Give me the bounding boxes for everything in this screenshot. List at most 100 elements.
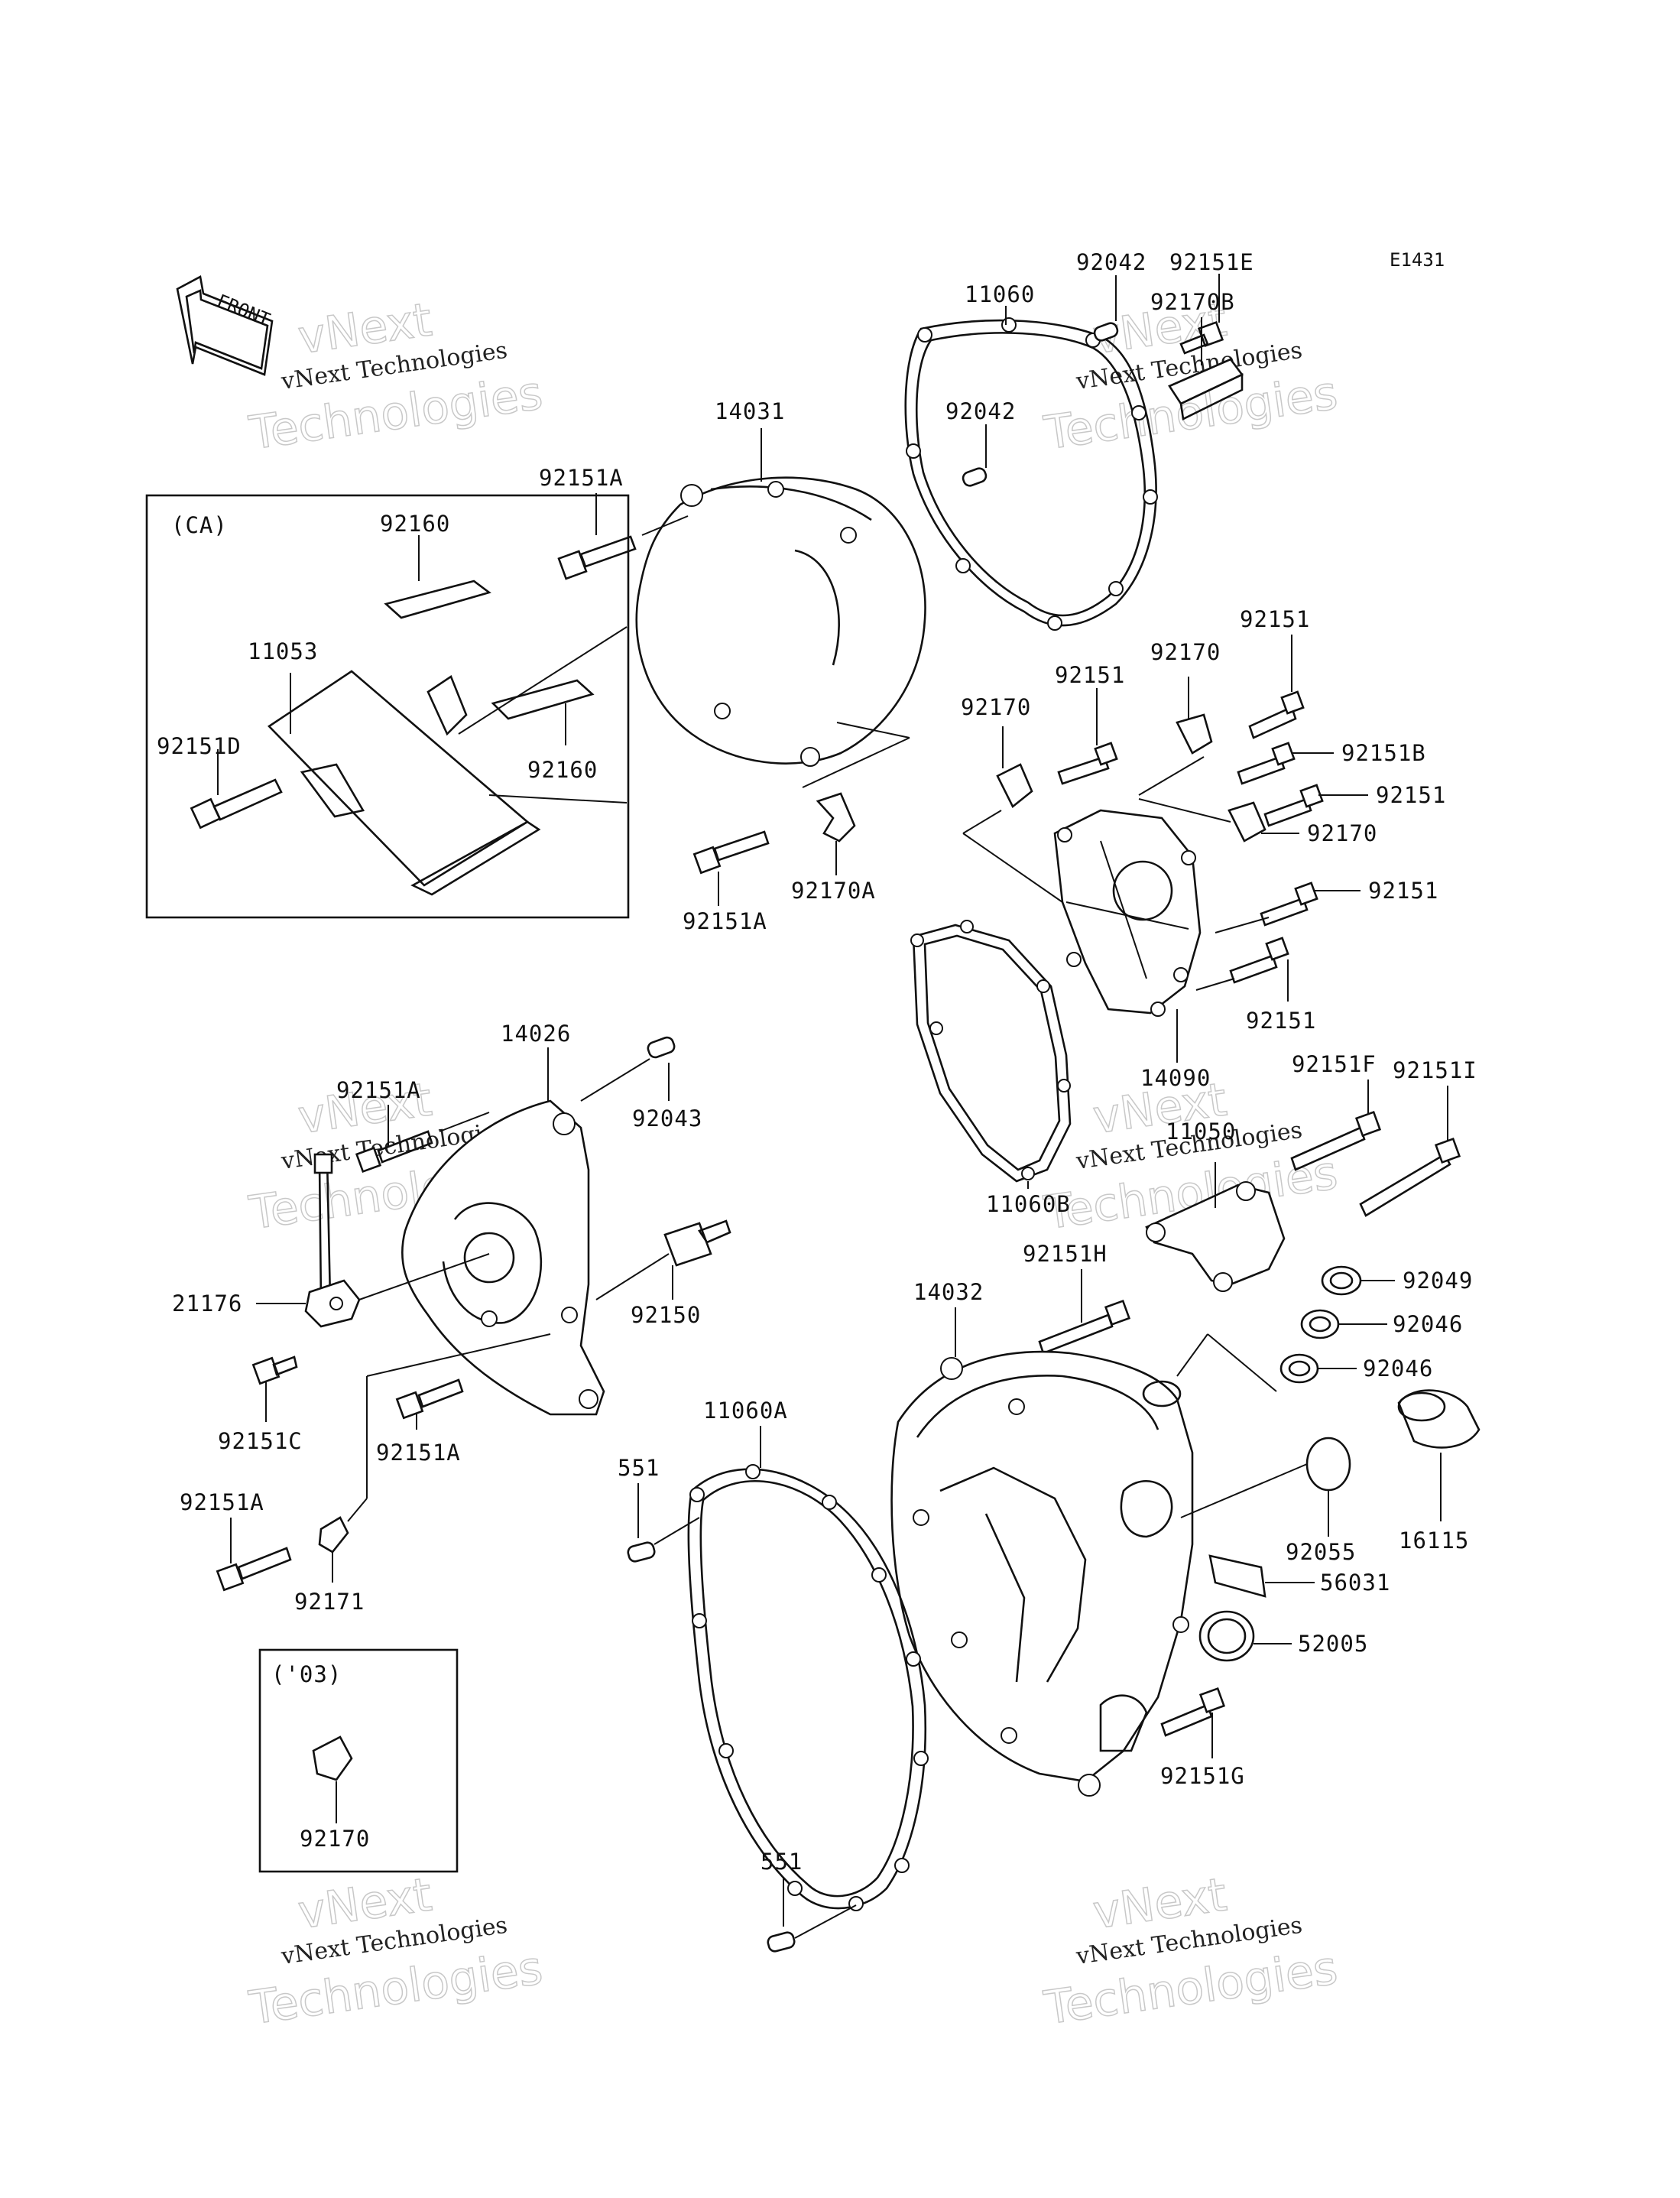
plug-52005 xyxy=(1198,1610,1292,1662)
label-92170b: 92170B xyxy=(1150,289,1235,315)
dowel-92042-a xyxy=(1093,275,1119,342)
label-11060a: 11060A xyxy=(703,1398,788,1424)
diagram-id: E1431 xyxy=(1390,249,1445,271)
label-21176: 21176 xyxy=(172,1291,242,1317)
label-14026: 14026 xyxy=(501,1021,571,1047)
label-92170: 92170 xyxy=(1307,820,1377,846)
label-92043: 92043 xyxy=(632,1105,702,1131)
label-551: 551 xyxy=(761,1849,803,1875)
label-92151h: 92151H xyxy=(1023,1241,1108,1267)
clutch-cover-14032 xyxy=(890,1307,1277,1797)
bolt-92151a-bottom xyxy=(216,1518,292,1592)
label-92171: 92171 xyxy=(294,1589,365,1615)
label-92151a: 92151A xyxy=(683,908,767,934)
label-92151d: 92151D xyxy=(157,733,242,759)
bolt-92151a-left xyxy=(355,1105,490,1174)
label-92042: 92042 xyxy=(945,398,1016,424)
label-92151: 92151 xyxy=(1376,782,1446,808)
front-arrow-icon: FRONT xyxy=(176,275,274,376)
seal-92049 xyxy=(1321,1265,1395,1296)
bolt-92151i xyxy=(1359,1086,1461,1217)
bearing-92046-b xyxy=(1279,1353,1357,1384)
label-92160: 92160 xyxy=(380,511,450,537)
label-11053: 11053 xyxy=(248,638,318,664)
label-16115: 16115 xyxy=(1399,1528,1469,1554)
label-92151: 92151 xyxy=(1368,878,1438,904)
label-14031: 14031 xyxy=(715,398,785,424)
cap-16115 xyxy=(1397,1389,1481,1521)
label-92170: 92170 xyxy=(961,694,1031,720)
label-92151e: 92151E xyxy=(1169,249,1254,275)
label-92151f: 92151F xyxy=(1292,1051,1377,1077)
label-92151c: 92151C xyxy=(218,1428,303,1454)
label-92042: 92042 xyxy=(1076,249,1146,275)
watermark-bottom-right: vNext Technologies vNext Technologies xyxy=(1040,1868,1341,2036)
bolt-92151a-top xyxy=(557,493,689,580)
sticker-92160-a xyxy=(384,580,491,619)
label-14090: 14090 xyxy=(1140,1065,1211,1091)
label-92170a: 92170A xyxy=(791,878,876,904)
bolt-92151-a xyxy=(1057,688,1118,785)
label-92151i: 92151I xyxy=(1393,1057,1477,1083)
label-14032: 14032 xyxy=(913,1279,984,1305)
label-92150: 92150 xyxy=(631,1302,701,1328)
dowel-551-b xyxy=(767,1877,857,1953)
label-92151a: 92151A xyxy=(539,465,624,491)
bolt-92151-e xyxy=(1195,937,1289,1002)
dowel-92042-b xyxy=(962,424,988,487)
label-52005: 52005 xyxy=(1298,1631,1368,1657)
o-ring-92055 xyxy=(1180,1437,1351,1537)
label-551: 551 xyxy=(618,1455,660,1481)
label-92151g: 92151G xyxy=(1160,1763,1245,1789)
label-92151a: 92151A xyxy=(376,1440,461,1466)
ca-box-label: (CA) xyxy=(171,512,228,538)
label-92046: 92046 xyxy=(1393,1311,1463,1337)
cover-14026 xyxy=(401,1047,605,1416)
bolt-92151b xyxy=(1237,742,1334,785)
label-56031: 56031 xyxy=(1320,1570,1390,1596)
label-92151a: 92151A xyxy=(336,1077,421,1103)
clip-92171 xyxy=(318,1498,368,1583)
bolt-92151-c xyxy=(1263,784,1368,827)
clip-92170-top xyxy=(1138,677,1213,796)
label-11060b: 11060B xyxy=(986,1191,1071,1217)
bolt-92151-b xyxy=(1248,635,1305,739)
label-11060: 11060 xyxy=(965,281,1035,307)
bracket-11050 xyxy=(1145,1162,1286,1292)
sticker-92160-b xyxy=(491,679,595,720)
label-plate-56031 xyxy=(1208,1554,1315,1598)
bearing-92046-a xyxy=(1300,1309,1387,1339)
bolt-92151a-mid xyxy=(692,830,770,906)
watermark-top-left: vNext Technologies vNext Technologies xyxy=(245,293,546,461)
dowel-551-a xyxy=(627,1483,700,1563)
bolt-92151g xyxy=(1160,1687,1226,1758)
label-92046: 92046 xyxy=(1363,1355,1433,1381)
y03-box-label: ('03) xyxy=(271,1661,342,1687)
cover-14090 xyxy=(1053,809,1202,1063)
generator-cover-14031 xyxy=(635,428,926,767)
watermark-bottom-left: vNext Technologies vNext Technologies xyxy=(245,1868,546,2036)
bolt-92151a-lower xyxy=(366,1333,551,1498)
clip-92170-right xyxy=(1138,798,1299,843)
clip-92170a xyxy=(802,722,910,875)
bolt-92151f xyxy=(1290,1080,1382,1171)
label-92049: 92049 xyxy=(1403,1268,1473,1294)
gasket-11060b xyxy=(910,920,1072,1189)
gasket-11060a xyxy=(687,1426,929,1911)
bolt-92151c xyxy=(251,1355,298,1422)
label-92170: 92170 xyxy=(1150,639,1221,665)
label-92055: 92055 xyxy=(1286,1539,1356,1565)
clamp-92170b xyxy=(1168,317,1244,420)
sensor-21176 xyxy=(256,1153,490,1328)
label-92160: 92160 xyxy=(527,757,598,783)
y03-variant-box: ('03) xyxy=(258,1648,459,1873)
label-92170: 92170 xyxy=(300,1826,370,1852)
clip-92170-left xyxy=(962,726,1063,903)
label-92151b: 92151B xyxy=(1341,740,1426,766)
bolt-92151d xyxy=(190,778,283,830)
label-92151: 92151 xyxy=(1240,606,1310,632)
label-92151: 92151 xyxy=(1246,1008,1316,1034)
ca-variant-box: (CA) xyxy=(145,494,630,919)
label-92151a: 92151A xyxy=(180,1489,264,1515)
